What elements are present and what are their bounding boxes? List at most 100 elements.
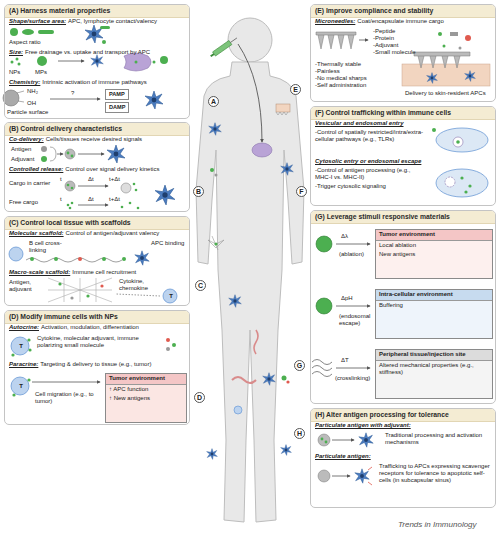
text-block: Particle surface — [7, 109, 77, 116]
circle-shape — [41, 156, 47, 162]
circle-shape — [325, 441, 328, 444]
panel: (C) Control local tissue with scaffoldsM… — [4, 216, 190, 306]
text-block: Aspect ratio — [9, 39, 49, 46]
g-shape — [209, 36, 238, 58]
panel-heading: (C) Control local tissue with scaffolds — [5, 217, 189, 230]
journal-footer: Trends in Immunology — [398, 520, 477, 529]
key-heading: Size: — [9, 49, 23, 55]
label-text: OH — [27, 100, 36, 106]
line-shape — [78, 154, 104, 155]
circle-shape — [71, 155, 74, 158]
text-block: APC binding — [151, 240, 189, 247]
label-text: -No medical sharps — [315, 75, 367, 81]
panel-a-art — [3, 25, 168, 109]
line-shape — [332, 440, 354, 441]
inner-box: DAMP — [105, 102, 129, 113]
panel-g-art — [312, 236, 370, 377]
label-text: Cell migration (e.g., to tumor) — [35, 391, 94, 404]
circle-shape — [445, 177, 455, 187]
label-text: -Thermally stable — [315, 61, 361, 67]
key-heading: Cytosolic entry or endosomal escape — [315, 158, 421, 164]
label-text: Free drainage vs. uptake and transport b… — [25, 49, 150, 55]
line-shape — [78, 186, 108, 187]
use-shape — [281, 445, 292, 456]
text-block: Free cargo — [9, 199, 57, 206]
text-block: NPs — [9, 69, 29, 76]
text-block: Adjuvant — [11, 156, 45, 163]
use-shape — [263, 373, 276, 386]
label-text: NH₂ — [27, 88, 38, 94]
text-block: Traditional processing and activation me… — [385, 432, 493, 446]
panel-heading: (H) Alter antigen processing for toleran… — [311, 409, 495, 422]
circle-shape — [432, 128, 436, 132]
circle-shape — [443, 45, 446, 48]
inner-box: Intra-cellular environmentBuffering — [375, 289, 493, 339]
text-block: t — [60, 196, 70, 203]
label-text: Adjuvant — [11, 156, 34, 162]
key-heading: Particulate antigen with adjuvant: — [315, 422, 411, 428]
circle-shape — [129, 202, 132, 205]
label-text: MPs — [35, 69, 47, 75]
circle-shape — [153, 61, 156, 64]
text-block: ΔpH — [341, 295, 361, 302]
circle-shape — [16, 58, 19, 61]
label-text: Cargo in carrier — [9, 180, 50, 186]
label-text: -Small molecule — [373, 49, 416, 55]
key-heading: Molecular scaffold: — [9, 230, 64, 236]
path-shape — [48, 278, 112, 302]
panel-heading: (A) Harness material properties — [5, 5, 189, 18]
circle-shape — [102, 257, 106, 261]
label-text: T — [19, 383, 23, 389]
line-shape — [17, 91, 24, 93]
panel-heading: (G) Leverage stimuli responsive material… — [311, 211, 495, 224]
panel-letter: A — [208, 96, 219, 107]
line-shape — [359, 40, 368, 41]
label-text: -Protein — [373, 35, 394, 41]
line-shape — [18, 101, 24, 102]
key-heading: Autocrine: — [9, 324, 39, 330]
text-block: NH₂ — [27, 88, 47, 95]
circle-shape — [121, 183, 131, 193]
ellipse-shape — [252, 143, 272, 157]
label-text: Control of antigen/adjuvant valency — [66, 230, 160, 236]
panel-heading: (F) Control trafficking within immune ce… — [311, 107, 495, 120]
text-block: Cytosolic entry or endosomal escape — [315, 158, 493, 165]
label-text: ΔpH — [341, 295, 353, 301]
use-shape — [465, 71, 476, 82]
box-text: Buffering — [376, 301, 492, 311]
circle-shape — [12, 393, 15, 396]
circle-shape — [135, 61, 138, 64]
text-block: B cell cross-linking — [29, 240, 73, 254]
use-shape — [229, 295, 242, 308]
label-text: Δt — [88, 176, 94, 182]
circle-shape — [460, 176, 463, 179]
panel-f-art — [432, 128, 488, 197]
panel: (B) Control delivery characteristicsCo-d… — [4, 122, 190, 212]
panel-letter: E — [290, 84, 301, 95]
label-text: t — [60, 176, 62, 182]
text-block: Antigen, adjuvant — [9, 279, 47, 293]
rect-shape — [210, 53, 214, 57]
panel: (D) Modify immune cells with NPsAutocrin… — [4, 310, 190, 425]
text-block: t+Δt — [109, 196, 129, 203]
circle-shape — [67, 204, 70, 207]
circle-shape — [282, 376, 287, 381]
circle-shape — [54, 257, 58, 261]
label-text: -Peptide — [373, 28, 395, 34]
label-text: Delivery to skin-resident APCs — [405, 90, 486, 96]
panel-letter: D — [194, 392, 205, 403]
use-shape — [209, 123, 222, 136]
circle-shape — [166, 338, 170, 342]
circle-shape — [71, 187, 74, 190]
text-block: OH — [27, 100, 47, 107]
circle-shape — [65, 149, 75, 159]
body-silhouette — [196, 18, 304, 522]
use-shape — [155, 185, 175, 205]
label-text: APC binding — [151, 240, 184, 246]
label-text: Antigen — [11, 146, 31, 152]
label-text: Control over signal delivery kinetics — [65, 166, 159, 172]
use-shape — [359, 433, 373, 447]
path-shape — [254, 330, 258, 354]
text-block: Delivery to skin-resident APCs — [405, 90, 495, 97]
box-text: Altered mechanical properties (e.g., sti… — [376, 361, 492, 378]
